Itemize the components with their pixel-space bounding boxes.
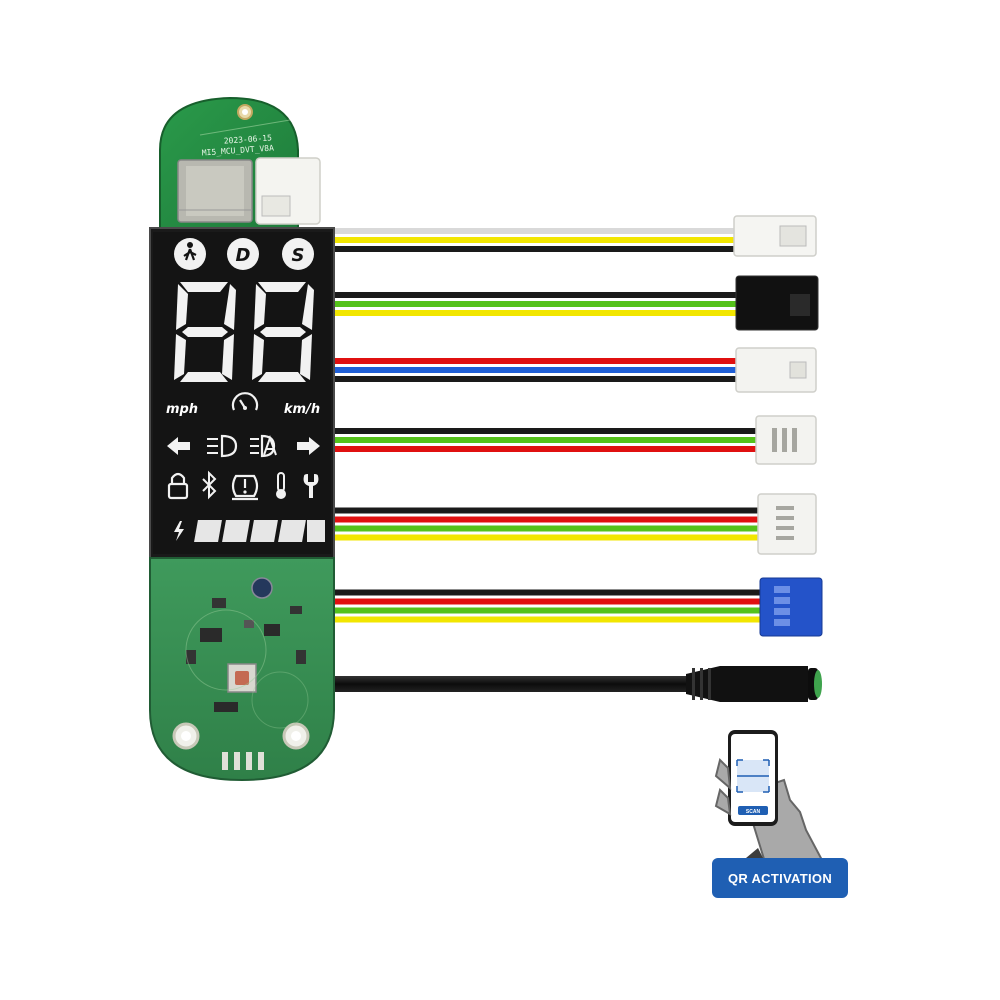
cable-wire bbox=[334, 616, 760, 623]
svg-text:S: S bbox=[292, 245, 305, 266]
cable-wire bbox=[334, 301, 740, 307]
cable-wire bbox=[334, 534, 764, 541]
cable-1 bbox=[300, 215, 817, 257]
seven-segment-digit bbox=[252, 282, 314, 382]
speedometer-icon bbox=[231, 392, 259, 411]
walk-mode-icon bbox=[174, 238, 206, 270]
lcd-display: D S 88 mph km/h bbox=[1, 0, 335, 559]
segment-g bbox=[260, 327, 306, 337]
cable-wire bbox=[334, 598, 760, 605]
segment-f bbox=[254, 284, 266, 330]
segment-c bbox=[300, 334, 312, 380]
qr-activation-badge: QR ACTIVATION bbox=[712, 858, 848, 898]
cable-wire bbox=[300, 237, 740, 243]
mode-d-button: D bbox=[227, 238, 259, 270]
headlight-icon bbox=[207, 434, 238, 458]
cable-wire bbox=[334, 607, 760, 614]
connector-white-4pin bbox=[757, 493, 817, 555]
capacitor bbox=[251, 577, 273, 599]
segment-e bbox=[252, 334, 264, 380]
segment-b bbox=[302, 284, 314, 330]
mode-s-button: S bbox=[282, 238, 314, 270]
connector-white-2pin-small bbox=[735, 347, 817, 393]
qr-activation-illustration: SCAN bbox=[714, 730, 824, 882]
cable-wire bbox=[300, 246, 740, 252]
seven-segment-digit bbox=[174, 282, 236, 382]
segment-a bbox=[180, 282, 228, 292]
segment-b bbox=[224, 284, 236, 330]
segment-c bbox=[222, 334, 234, 380]
battery-bolt-icon bbox=[174, 521, 184, 541]
smartphone-icon: SCAN bbox=[728, 730, 778, 826]
thermometer-icon bbox=[276, 472, 286, 499]
cable-7 bbox=[334, 666, 822, 702]
connector-blue-4pin bbox=[759, 577, 823, 637]
bluetooth-icon bbox=[202, 470, 217, 500]
connector-white-2pin bbox=[733, 215, 817, 257]
connector-white-3pin bbox=[755, 415, 817, 465]
wrench-icon bbox=[303, 474, 319, 498]
cable-5 bbox=[334, 493, 817, 555]
auto-headlight-icon bbox=[250, 434, 277, 458]
lock-icon bbox=[167, 472, 189, 500]
cable-wire bbox=[334, 446, 756, 452]
cable-wire bbox=[300, 228, 740, 234]
cable-6 bbox=[334, 577, 823, 637]
cable-wire bbox=[334, 292, 740, 298]
segment-d bbox=[258, 372, 306, 382]
tire-pressure-icon bbox=[231, 474, 259, 501]
cable-wire bbox=[334, 507, 764, 514]
cable-3 bbox=[334, 347, 817, 393]
wire-harness bbox=[300, 215, 823, 702]
cable-wire bbox=[334, 437, 756, 443]
phone-scan-button: SCAN bbox=[746, 809, 761, 815]
cable-wire bbox=[334, 367, 740, 373]
speed-digits bbox=[174, 282, 314, 382]
top-pcb: 2023-06-15 MI5_MCU_DVT_V8A bbox=[159, 96, 321, 237]
unit-kmh: km/h bbox=[284, 402, 320, 417]
segment-g bbox=[182, 327, 228, 337]
cable-wire bbox=[334, 428, 756, 434]
connector-black-2pin bbox=[735, 275, 819, 331]
svg-text:D: D bbox=[236, 245, 251, 266]
cable-wire bbox=[334, 589, 760, 596]
cable-wire bbox=[334, 676, 690, 692]
connector-waterproof bbox=[686, 666, 822, 702]
speed-digits-value: 88 bbox=[1, 0, 3, 2]
cable-wire bbox=[334, 358, 740, 364]
arrow-right-icon bbox=[297, 437, 320, 455]
battery-bar bbox=[194, 520, 325, 542]
bottom-pcb bbox=[149, 557, 335, 782]
cable-wire bbox=[334, 310, 740, 316]
unit-mph: mph bbox=[166, 402, 198, 417]
cable-4 bbox=[334, 415, 817, 465]
pcb-date-code: 2023-06-15 bbox=[223, 133, 272, 145]
cable-wire bbox=[334, 516, 764, 523]
cable-wire bbox=[334, 376, 740, 382]
arrow-left-icon bbox=[167, 437, 190, 455]
cable-wire bbox=[334, 525, 764, 532]
segment-d bbox=[180, 372, 228, 382]
cable-2 bbox=[334, 275, 819, 331]
segment-a bbox=[258, 282, 306, 292]
segment-f bbox=[176, 284, 188, 330]
segment-e bbox=[174, 334, 186, 380]
